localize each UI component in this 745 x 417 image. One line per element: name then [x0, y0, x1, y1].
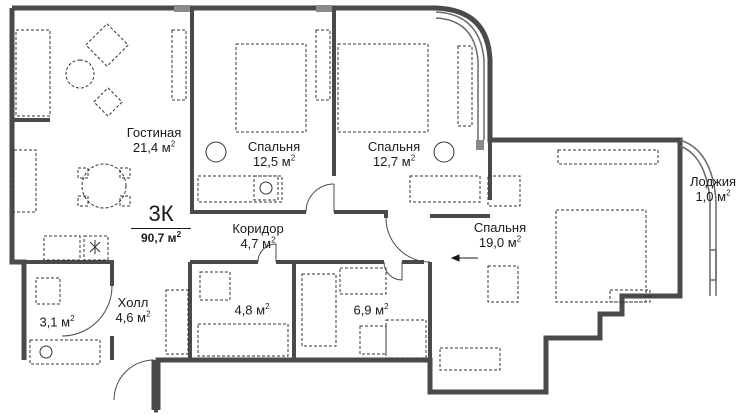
- room-area: 3,1 м2: [39, 314, 75, 330]
- room-label-living: Гостиная 21,4 м2: [127, 125, 182, 155]
- curved-facade: [435, 11, 717, 296]
- room-label-hall: Холл 4,6 м2: [115, 295, 150, 325]
- room-area: 4,8 м2: [234, 302, 270, 318]
- details: [39, 141, 455, 359]
- room-name: Спальня: [247, 139, 301, 154]
- room-name: Гостиная: [126, 125, 182, 140]
- room-area: 1,0 м2: [695, 188, 731, 204]
- room-label-bedroom-3: Спальня 19,0 м2: [474, 220, 526, 250]
- room-area: 12,5 м2: [252, 153, 296, 169]
- room-label-bedroom-2: Спальня 12,7 м2: [368, 139, 420, 169]
- room-label-loggia: Лоджия 1,0 м2: [690, 174, 736, 204]
- total-area: 90,7 м2: [140, 230, 182, 246]
- rooms-code: 3К: [148, 201, 174, 226]
- room-name: Спальня: [367, 139, 421, 154]
- room-label-bedroom-1: Спальня 12,5 м2: [248, 139, 300, 169]
- room-area: 4,6 м2: [115, 309, 151, 325]
- room-label-wc: 3,1 м2: [39, 315, 74, 330]
- furniture: [13, 23, 659, 371]
- room-area: 19,0 м2: [478, 234, 522, 250]
- room-label-bath-2: 6,9 м2: [353, 303, 388, 318]
- room-label-corridor: Коридор 4,7 м2: [232, 221, 283, 251]
- apartment-summary: 3К 90,7 м2: [129, 202, 193, 245]
- window-marks: [174, 5, 484, 150]
- entrance-arrow: [450, 254, 478, 262]
- room-area: 4,7 м2: [240, 235, 276, 251]
- room-name: Спальня: [473, 220, 527, 235]
- room-area: 21,4 м2: [132, 139, 176, 155]
- doors: [61, 183, 431, 401]
- room-name: Лоджия: [689, 174, 737, 189]
- summary-divider: [131, 228, 191, 229]
- room-name: Коридор: [232, 221, 284, 236]
- room-area: 12,7 м2: [372, 153, 416, 169]
- walls: [9, 5, 683, 413]
- room-label-bath-1: 4,8 м2: [234, 303, 269, 318]
- room-name: Холл: [117, 295, 149, 310]
- inner-walls: [12, 10, 492, 392]
- room-area: 6,9 м2: [353, 302, 389, 318]
